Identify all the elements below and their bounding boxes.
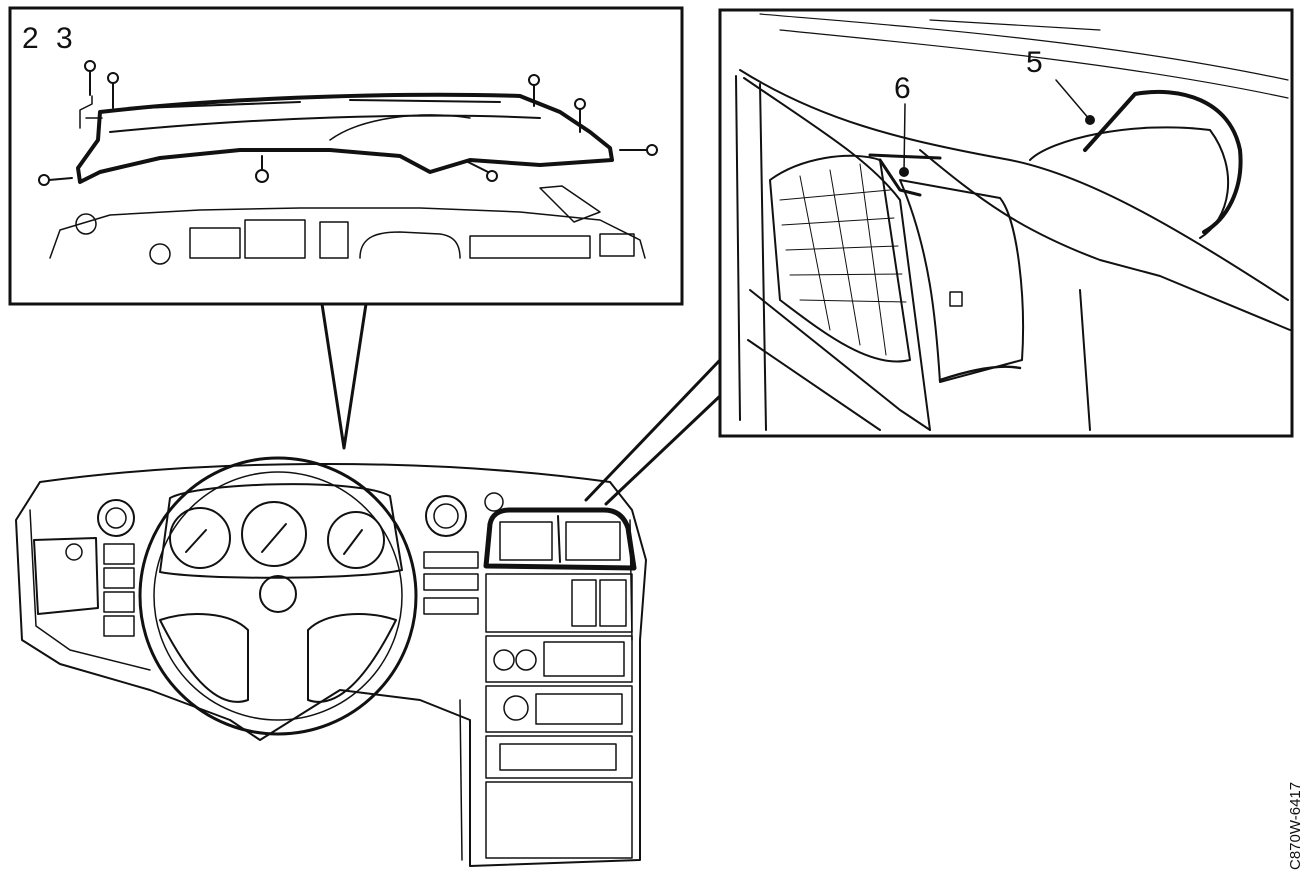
dash-outline-inner	[29, 509, 633, 861]
gauge-right	[327, 511, 385, 569]
callout-6-leader	[903, 103, 906, 173]
steering-wheel	[138, 456, 418, 736]
speaker-dome	[1029, 126, 1230, 239]
center-vent-right	[565, 521, 621, 561]
side-panel	[899, 179, 1025, 383]
dash-top-vent-slot	[139, 101, 301, 109]
callout-5: 5	[1026, 46, 1043, 79]
center-vent-left	[499, 521, 553, 561]
dash-top-vent-slot-2	[349, 99, 501, 103]
steering-wheel-rim	[138, 456, 418, 736]
instrument-cluster	[159, 483, 403, 579]
center-vent-divider	[557, 515, 561, 563]
dash-top-hump	[329, 114, 471, 141]
right-inset-frame	[718, 8, 1294, 438]
ashtray	[485, 781, 633, 859]
callout-3: 3	[56, 22, 73, 55]
dash-body-outline	[49, 207, 646, 259]
headlight-knob	[97, 499, 135, 537]
dash-top-surface	[739, 69, 1289, 301]
left-switch-stack	[103, 543, 135, 637]
side-panel-clip	[949, 291, 963, 307]
clock-dial-inner	[433, 503, 459, 529]
dash-top-lower-edge	[919, 149, 1291, 331]
dash-body-box-1	[189, 227, 241, 259]
steering-spoke-right	[307, 613, 397, 703]
right-inset: 5 6	[718, 8, 1294, 438]
left-inset-frame	[8, 6, 684, 306]
gauge-left	[169, 507, 231, 569]
dash-outline	[15, 463, 647, 867]
left-vent	[33, 537, 99, 615]
left-connector	[320, 302, 368, 450]
headlight-knob-inner	[105, 507, 127, 529]
callout-5-leader	[1055, 79, 1091, 121]
wiring-harness	[1083, 89, 1243, 234]
dash-top-panel	[76, 92, 614, 184]
steering-wheel-inner-rim	[153, 471, 403, 721]
leader-arrow	[79, 95, 103, 129]
center-stack	[485, 573, 633, 859]
callout-2: 2	[22, 22, 39, 55]
hvac-panel	[485, 573, 633, 633]
screw-icon	[38, 60, 658, 186]
center-vent-highlight	[483, 507, 637, 571]
dash-body-arch	[359, 231, 461, 259]
radio-panel	[485, 635, 633, 683]
gauge-center	[241, 501, 307, 567]
steering-spoke-left	[159, 613, 249, 703]
lower-glovebox	[747, 289, 1091, 431]
right-connector	[584, 358, 722, 506]
vent-grille-slats	[779, 163, 907, 356]
lower-wire	[938, 365, 1022, 382]
center-left-switches	[423, 551, 479, 615]
callout-6: 6	[894, 72, 911, 105]
left-vent-knob	[65, 543, 83, 561]
dash-body-knob	[75, 213, 97, 235]
steering-wheel-hub	[259, 575, 297, 613]
storage-bin	[485, 735, 633, 779]
dash-body-box-4	[469, 235, 591, 259]
dash-top-inner-edge	[109, 114, 541, 133]
windscreen-lines	[759, 13, 1289, 99]
dash-body-box-3	[319, 221, 349, 259]
side-trim	[735, 75, 931, 431]
connector-6	[868, 153, 942, 197]
hazard-button	[484, 492, 504, 512]
dash-body-knob-2	[149, 243, 171, 265]
clock-dial	[425, 495, 467, 537]
main-dashboard	[15, 456, 647, 867]
dash-body-box-2	[244, 219, 306, 259]
vent-grille	[769, 154, 911, 363]
dash-body-right-fixture	[539, 185, 601, 223]
cassette-panel	[485, 685, 633, 733]
left-inset: 2 3	[8, 6, 684, 306]
reference-code: C870W-6417	[1287, 782, 1304, 870]
dash-body-box-5	[599, 233, 635, 257]
